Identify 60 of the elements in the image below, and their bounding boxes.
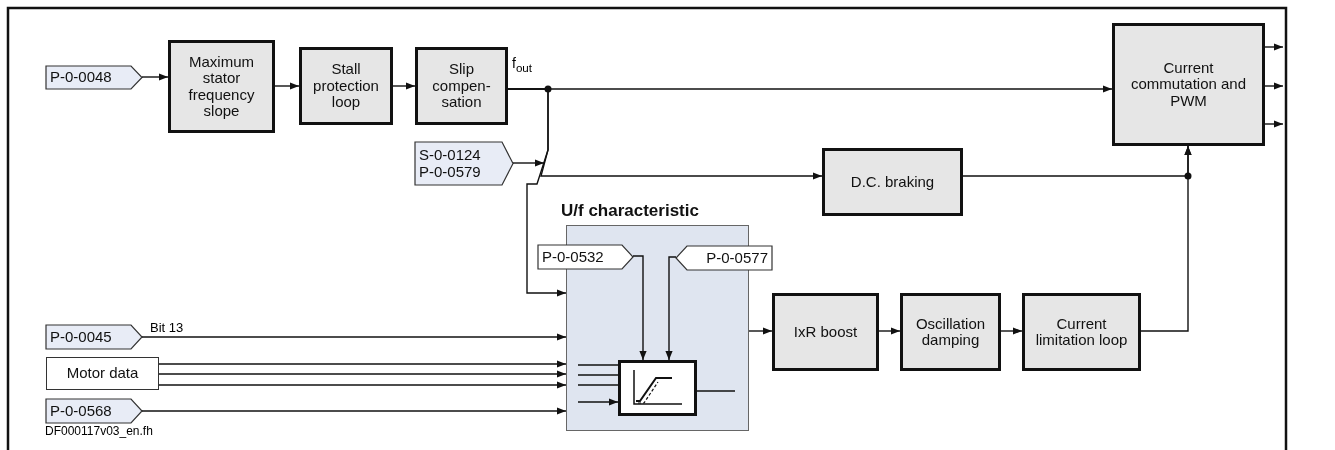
file-name-label: DF000117v03_en.fh (45, 424, 153, 438)
arrow (392, 82, 416, 90)
parameter-tag (415, 142, 513, 185)
signal-line (696, 390, 736, 392)
parameter-label: S-0-0124 (419, 147, 481, 164)
signal-line (577, 374, 619, 376)
function-block (772, 293, 879, 371)
arrow (748, 327, 773, 335)
parameter-tag (46, 325, 142, 349)
arrow (1000, 327, 1023, 335)
arrow (665, 256, 677, 361)
block-label: Current limitation loop (1034, 315, 1129, 349)
arrow (507, 88, 567, 297)
parameter-label: P-0-0579 (419, 163, 481, 180)
parameter-tag (46, 66, 142, 89)
signal-label: f$_{out}$ (512, 55, 533, 74)
arrow (1264, 43, 1284, 51)
block-label: Slip compen- sation (431, 61, 492, 111)
function-block (168, 40, 275, 133)
arrow (141, 333, 567, 341)
edge-label: Bit 13 (150, 321, 184, 334)
block-label: D.C. braking (850, 173, 935, 191)
arrow (158, 360, 567, 368)
arrow (1264, 82, 1284, 90)
signal-line (577, 364, 619, 366)
parameter-tag (676, 246, 772, 270)
arrow (158, 381, 567, 389)
group-heading: U/f characteristic (561, 202, 699, 221)
arrow (1264, 120, 1284, 128)
arrow (158, 370, 567, 378)
arrow (878, 327, 901, 335)
block-label: Motor data (66, 365, 139, 382)
arrow (141, 407, 567, 415)
arrow (1140, 145, 1192, 332)
block-label: Oscillation damping (914, 315, 987, 349)
block-label: Maximum stator frequency slope (187, 53, 256, 120)
parameter-label: P-0-0577 (706, 249, 768, 267)
function-block (1022, 293, 1141, 371)
arrow (577, 398, 619, 406)
arrow (632, 255, 647, 361)
characteristic-box (618, 360, 697, 416)
function-block (822, 148, 963, 216)
block-label: IxR boost (793, 323, 858, 341)
block-label: Current commutation and PWM (1129, 59, 1248, 110)
parameter-label: P-0-0045 (50, 328, 112, 346)
function-block (299, 47, 393, 125)
function-block (900, 293, 1001, 371)
function-block (1112, 23, 1265, 146)
arrow (141, 73, 169, 81)
parameter-label: P-0-0048 (50, 69, 112, 86)
parameter-tag (538, 245, 633, 269)
block-label: Stall protection loop (312, 61, 380, 111)
parameter-label: P-0-0532 (542, 248, 604, 266)
parameter-tag (46, 399, 142, 423)
function-block (415, 47, 508, 125)
parameter-label: P-0-0568 (50, 402, 112, 420)
arrow (512, 159, 545, 167)
input-box (46, 357, 159, 390)
arrow (274, 82, 300, 90)
signal-line (577, 384, 619, 386)
